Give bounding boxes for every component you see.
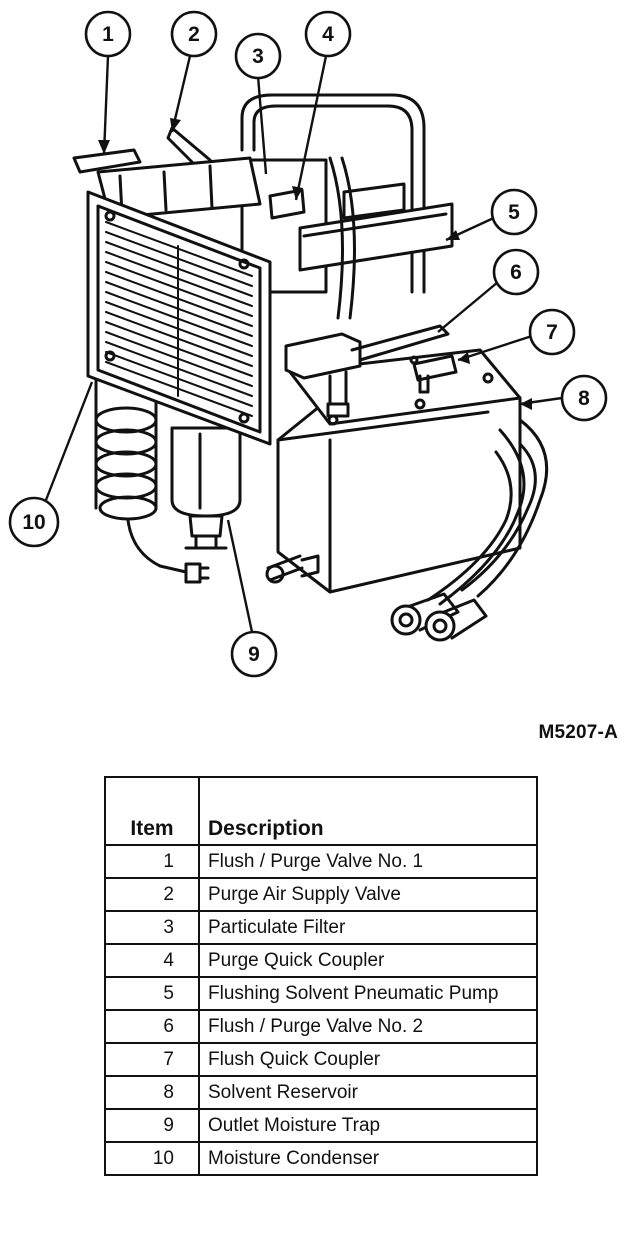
item-number: 4: [104, 943, 200, 978]
leader-3: [256, 75, 268, 175]
table-row: 1 Flush / Purge Valve No. 1: [104, 844, 538, 879]
supply-hose: [328, 156, 356, 320]
item-number: 5: [104, 976, 200, 1011]
item-description: Flushing Solvent Pneumatic Pump: [198, 976, 538, 1011]
item-number: 2: [104, 877, 200, 912]
callout-5-circle: [490, 188, 538, 236]
table-row: 9 Outlet Moisture Trap: [104, 1108, 538, 1143]
valve-1-handle: [72, 148, 142, 174]
callout-2-circle: [170, 10, 218, 58]
callout-9-circle: [230, 630, 278, 678]
callout-3: 3: [252, 45, 264, 68]
item-number: 6: [104, 1009, 200, 1044]
item-description: Flush / Purge Valve No. 2: [198, 1009, 538, 1044]
callout-6: 6: [510, 261, 522, 284]
condenser-coil: [94, 378, 158, 521]
item-number: 10: [104, 1141, 200, 1176]
table-row: 5 Flushing Solvent Pneumatic Pump: [104, 976, 538, 1011]
callout-2: 2: [188, 23, 200, 46]
power-cord: [126, 518, 188, 574]
table-row: 8 Solvent Reservoir: [104, 1075, 538, 1110]
frame-handle-inner: [252, 104, 414, 294]
valve-6-handle: [350, 324, 450, 362]
trap-drain: [188, 514, 224, 538]
item-number: 9: [104, 1108, 200, 1143]
table-row: 7 Flush Quick Coupler: [104, 1042, 538, 1077]
legend-table: Item Description 1 Flush / Purge Valve N…: [104, 776, 538, 1176]
item-number: 3: [104, 910, 200, 945]
item-number: 7: [104, 1042, 200, 1077]
hose-couplers: [390, 592, 488, 642]
callout-8: 8: [578, 387, 590, 410]
item-description: Moisture Condenser: [198, 1141, 538, 1176]
callout-1-circle: [84, 10, 132, 58]
figure-code: M5207-A: [538, 722, 618, 743]
item-description: Particulate Filter: [198, 910, 538, 945]
callout-10-circle: [8, 496, 60, 548]
item-description: Outlet Moisture Trap: [198, 1108, 538, 1143]
leader-10: [44, 381, 94, 501]
callout-4-circle: [304, 10, 352, 58]
callout-8-circle: [560, 374, 608, 422]
power-plug: [184, 562, 202, 584]
condenser-grille: [105, 221, 253, 417]
item-description: Flush Quick Coupler: [198, 1042, 538, 1077]
return-hose-inner: [426, 428, 526, 606]
table-row: 4 Purge Quick Coupler: [104, 943, 538, 978]
return-hose-outer: [460, 418, 549, 598]
callout-7-circle: [528, 308, 576, 356]
table-header-row: Item Description: [104, 776, 538, 846]
solvent-reservoir: [276, 396, 522, 594]
table-row: 10 Moisture Condenser: [104, 1141, 538, 1176]
leader-6: [437, 281, 499, 333]
item-description: Purge Quick Coupler: [198, 943, 538, 978]
callout-3-circle: [234, 32, 282, 80]
callout-4: 4: [322, 23, 334, 46]
header-item: Item: [104, 776, 200, 846]
leader-1: [102, 55, 110, 155]
callout-9: 9: [248, 643, 260, 666]
flush-coupler: [412, 354, 458, 382]
pump-bracket: [298, 202, 454, 272]
pump-block-top: [342, 182, 406, 220]
item-number: 8: [104, 1075, 200, 1110]
frame-handle: [240, 93, 426, 294]
leader-9: [226, 519, 254, 633]
item-number: 1: [104, 844, 200, 879]
callout-10: 10: [22, 511, 45, 534]
header-description: Description: [198, 776, 538, 846]
outlet-moisture-trap: [170, 426, 242, 518]
valve-6-body: [284, 332, 362, 380]
leader-7: [457, 334, 533, 362]
item-description: Flush / Purge Valve No. 1: [198, 844, 538, 879]
callout-1: 1: [102, 23, 114, 46]
item-description: Purge Air Supply Valve: [198, 877, 538, 912]
leader-4: [294, 55, 328, 201]
table-row: 3 Particulate Filter: [104, 910, 538, 945]
callout-6-circle: [492, 248, 540, 296]
item-description: Solvent Reservoir: [198, 1075, 538, 1110]
callout-7: 7: [546, 321, 558, 344]
table-row: 2 Purge Air Supply Valve: [104, 877, 538, 912]
flushing-equipment-illustration: 1 2 3 4 5 6 7 8 9 10: [8, 10, 608, 678]
callout-5: 5: [508, 201, 520, 224]
table-row: 6 Flush / Purge Valve No. 2: [104, 1009, 538, 1044]
